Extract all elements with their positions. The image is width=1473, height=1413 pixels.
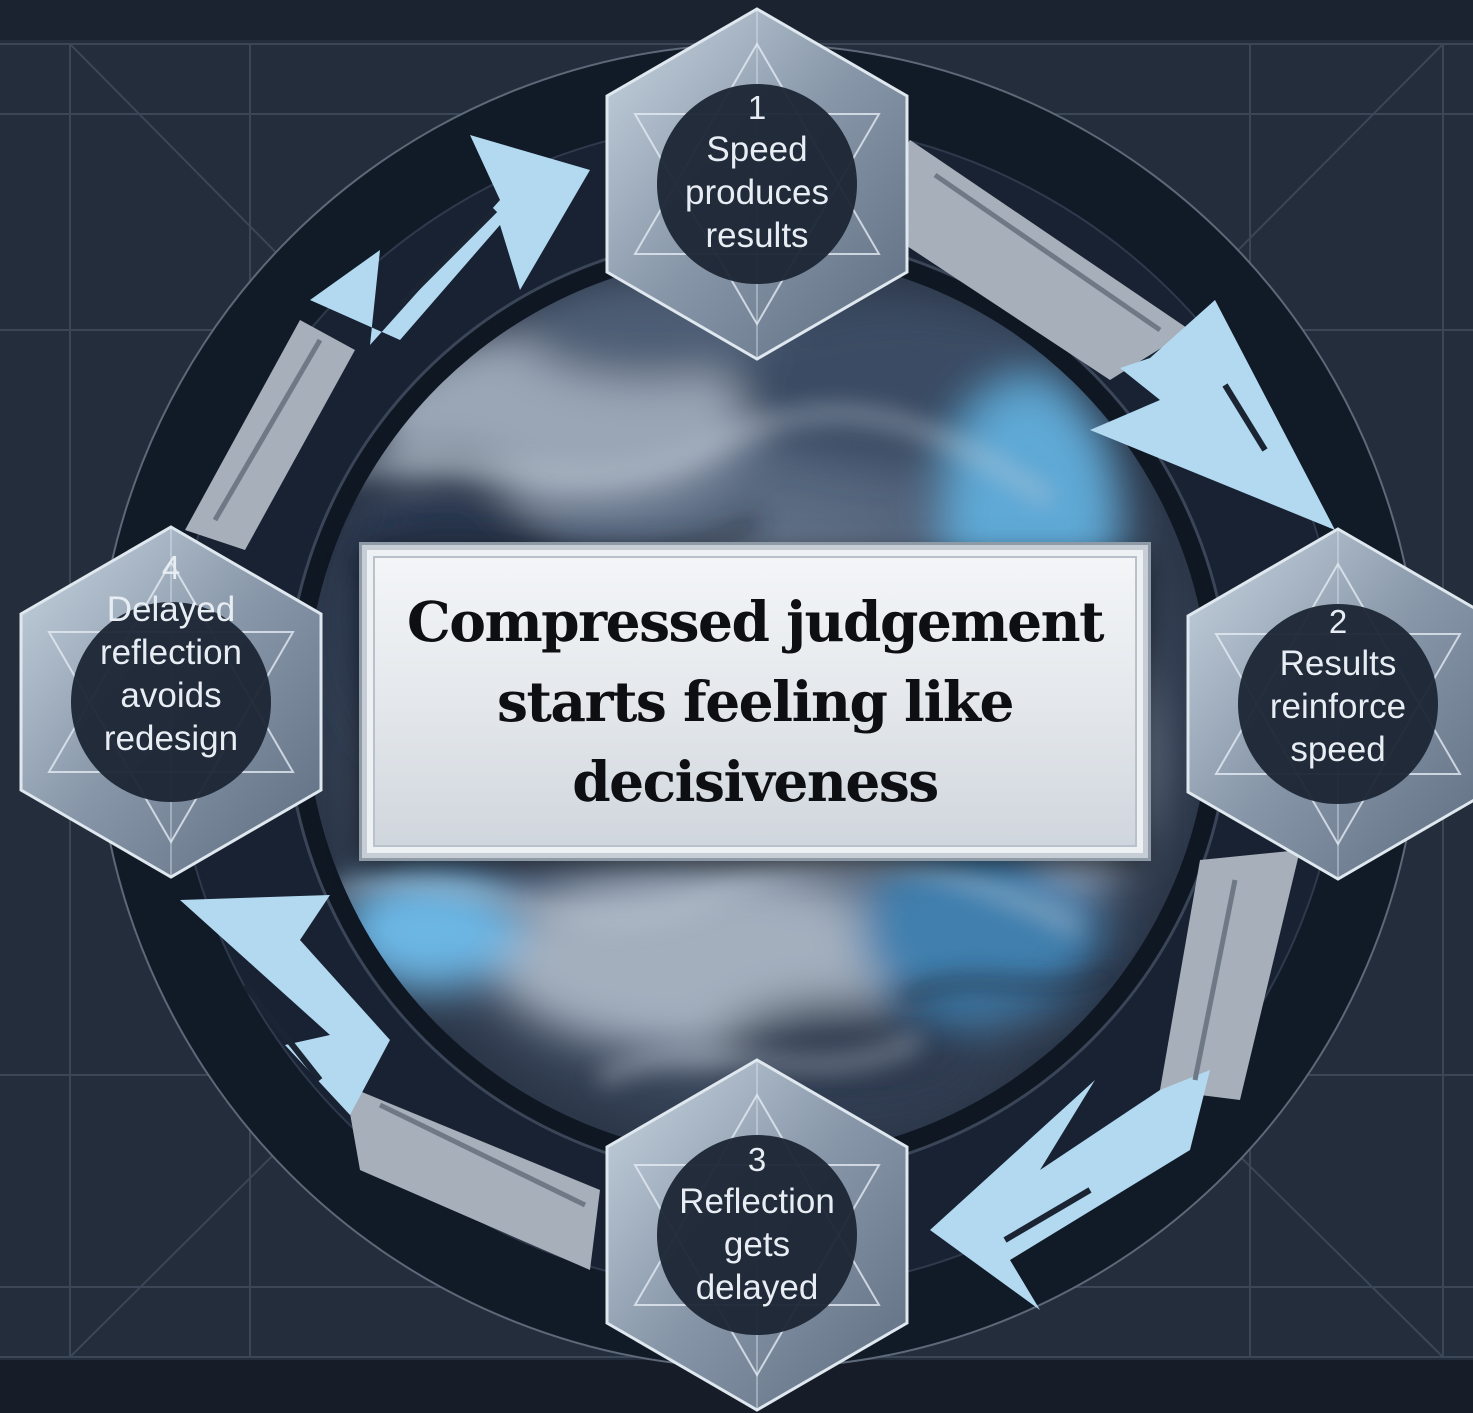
node-number: 1 bbox=[747, 89, 767, 126]
node-2: 2 Results reinforce speed bbox=[1243, 602, 1433, 771]
node-hex-1 bbox=[605, 7, 909, 361]
node-line: results bbox=[705, 216, 809, 255]
center-title: Compressed judgement starts feeling like… bbox=[407, 588, 1104, 814]
node-number: 2 bbox=[1328, 603, 1348, 640]
arrow-4-to-1 bbox=[185, 320, 355, 550]
node-number: 4 bbox=[161, 549, 181, 586]
node-line: Reflection bbox=[679, 1182, 835, 1221]
center-plaque: Compressed judgement starts feeling like… bbox=[362, 545, 1148, 858]
node-line: redesign bbox=[103, 719, 239, 758]
arrow-3-to-4 bbox=[345, 1085, 600, 1270]
node-line: delayed bbox=[695, 1268, 819, 1307]
arrow-1-to-2 bbox=[860, 140, 1190, 380]
node-hex-3 bbox=[605, 1058, 909, 1412]
node-line: avoids bbox=[120, 676, 222, 715]
node-line: produces bbox=[685, 173, 829, 212]
node-hex-4 bbox=[19, 525, 323, 879]
cycle-arrows bbox=[180, 135, 1335, 1310]
node-hex-2 bbox=[1186, 527, 1473, 881]
node-line: Speed bbox=[706, 130, 808, 169]
node-line: gets bbox=[723, 1225, 791, 1264]
node-3: 3 Reflection gets delayed bbox=[662, 1140, 852, 1309]
node-1: 1 Speed produces results bbox=[662, 88, 852, 257]
node-line: reflection bbox=[99, 633, 243, 672]
node-number: 3 bbox=[747, 1141, 767, 1178]
node-line: Delayed bbox=[106, 590, 236, 629]
node-line: reinforce bbox=[1269, 687, 1407, 726]
node-line: speed bbox=[1290, 730, 1386, 769]
node-line: Results bbox=[1279, 644, 1397, 683]
arrow-2-to-3 bbox=[1160, 850, 1300, 1100]
node-4: 4 Delayed reflection avoids redesign bbox=[76, 548, 266, 760]
